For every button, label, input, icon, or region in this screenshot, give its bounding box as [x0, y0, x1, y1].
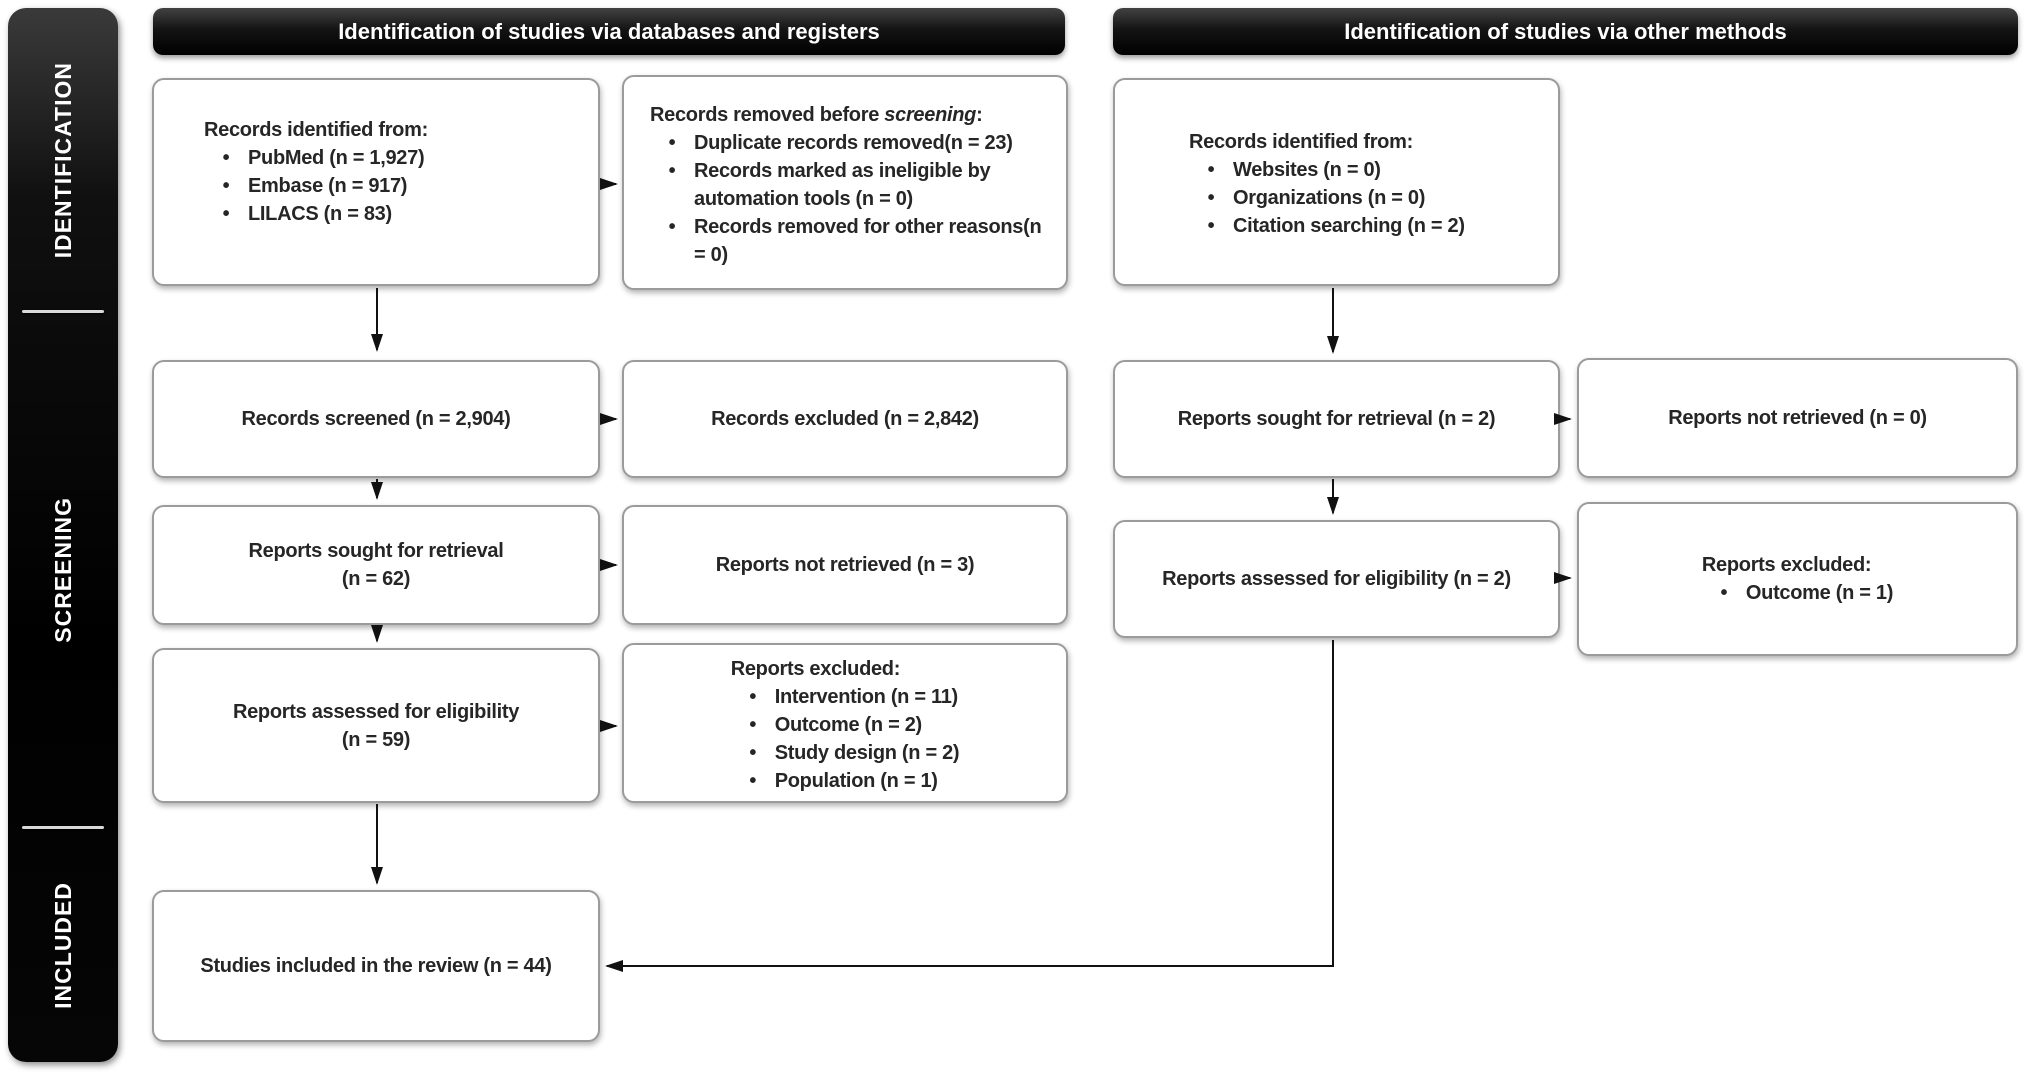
- box-reports-excluded-other: Reports excluded: • Outcome (n = 1): [1577, 502, 2018, 656]
- bullet-text: PubMed (n = 1,927): [248, 147, 425, 169]
- list-item: • Intervention (n = 11): [731, 683, 960, 711]
- bullet-text: Organizations (n = 0): [1233, 187, 1426, 209]
- box-title: Records identified from:: [1189, 131, 1413, 153]
- box-content: Reports excluded: • Intervention (n = 11…: [731, 655, 960, 795]
- box-reports-excluded-databases: Reports excluded: • Intervention (n = 11…: [622, 643, 1068, 803]
- box-reports-sought-other: Reports sought for retrieval (n = 2): [1113, 360, 1560, 478]
- box-text: Reports not retrieved (n = 3): [715, 554, 975, 576]
- sidebar-divider: [22, 310, 104, 313]
- box-reports-not-retrieved-other: Reports not retrieved (n = 0): [1577, 358, 2018, 478]
- box-reports-assessed-other: Reports assessed for eligibility (n = 2): [1113, 520, 1560, 638]
- title-part: Records removed before: [650, 104, 885, 126]
- identification-label: IDENTIFICATION: [49, 61, 76, 259]
- screening-label: SCREENING: [49, 497, 76, 643]
- box-text: Studies included in the review (n = 44): [200, 955, 552, 977]
- box-title: Records identified from:: [204, 119, 428, 141]
- box-title: Reports excluded:: [1701, 554, 1872, 576]
- list-item: • Citation searching (n = 2): [1189, 212, 1544, 240]
- list-item: • Study design (n = 2): [731, 739, 960, 767]
- title-part: :: [976, 104, 983, 126]
- bullet-icon: •: [749, 770, 757, 792]
- bullet-text: Outcome (n = 1): [1745, 582, 1894, 604]
- header-right-label: Identification of studies via other meth…: [1344, 18, 1787, 44]
- sidebar-divider: [22, 826, 104, 829]
- list-item: • Population (n = 1): [731, 767, 960, 795]
- sidebar-item-included: INCLUDED: [8, 828, 118, 1062]
- list-item: • Outcome (n = 2): [731, 711, 960, 739]
- list-item: • Organizations (n = 0): [1189, 184, 1544, 212]
- bullet-icon: •: [1720, 582, 1728, 604]
- box-content: Reports excluded: • Outcome (n = 1): [1701, 551, 1894, 607]
- bullet-icon: •: [1207, 159, 1215, 181]
- bullet-text: Population (n = 1): [774, 770, 938, 792]
- box-text: Reports not retrieved (n = 0): [1668, 407, 1927, 429]
- box-text-line2: (n = 62): [341, 568, 411, 590]
- bullet-text: LILACS (n = 83): [248, 203, 392, 225]
- bullet-text: Study design (n = 2): [774, 742, 960, 764]
- box-reports-sought-databases: Reports sought for retrieval (n = 62): [152, 505, 600, 625]
- bullet-text: Intervention (n = 11): [774, 686, 958, 708]
- box-text-line1: Reports assessed for eligibility: [232, 700, 520, 723]
- bullet-icon: •: [668, 132, 676, 154]
- box-records-excluded: Records excluded (n = 2,842): [622, 360, 1068, 478]
- header-other-methods: Identification of studies via other meth…: [1113, 8, 2018, 55]
- bullet-icon: •: [668, 160, 676, 182]
- box-reports-not-retrieved-databases: Reports not retrieved (n = 3): [622, 505, 1068, 625]
- list-item: • LILACS (n = 83): [204, 200, 578, 228]
- bullet-text: Websites (n = 0): [1233, 159, 1381, 181]
- bullet-icon: •: [749, 714, 757, 736]
- bullet-icon: •: [222, 147, 230, 169]
- box-text: Reports assessed for eligibility (n = 2): [1162, 568, 1511, 590]
- box-records-identified-databases: Records identified from: • PubMed (n = 1…: [152, 78, 600, 286]
- bullet-text: Records removed for other reasons(n = 0): [694, 216, 1042, 266]
- box-text-line1: Reports sought for retrieval: [248, 540, 504, 562]
- list-item: • Websites (n = 0): [1189, 156, 1544, 184]
- bullet-icon: •: [222, 175, 230, 197]
- bullet-text: Embase (n = 917): [248, 175, 408, 197]
- box-text-line2: (n = 59): [341, 728, 411, 751]
- list-item: • Records marked as ineligible by automa…: [650, 157, 1052, 213]
- box-text: Reports sought for retrieval (n = 2): [1177, 408, 1496, 430]
- bullet-icon: •: [749, 686, 757, 708]
- bullet-icon: •: [668, 216, 676, 238]
- box-text: Records screened (n = 2,904): [241, 408, 511, 430]
- box-studies-included: Studies included in the review (n = 44): [152, 890, 600, 1042]
- bullet-text: Records marked as ineligible by automati…: [694, 160, 991, 210]
- box-records-identified-other: Records identified from: • Websites (n =…: [1113, 78, 1560, 286]
- header-left-label: Identification of studies via databases …: [338, 18, 880, 44]
- bullet-icon: •: [222, 203, 230, 225]
- sidebar-item-screening: SCREENING: [8, 312, 118, 828]
- box-records-removed-before-screening: Records removed before screening: • Dupl…: [622, 75, 1068, 290]
- list-item: • Outcome (n = 1): [1702, 579, 1894, 607]
- bullet-text: Citation searching (n = 2): [1233, 215, 1465, 237]
- box-title: Reports excluded:: [730, 658, 901, 680]
- bullet-text: Outcome (n = 2): [774, 714, 923, 736]
- list-item: • Duplicate records removed(n = 23): [650, 129, 1052, 157]
- box-text: Records excluded (n = 2,842): [711, 408, 979, 430]
- phase-sidebar: [8, 8, 118, 1062]
- bullet-icon: •: [1207, 215, 1215, 237]
- list-item: • PubMed (n = 1,927): [204, 144, 578, 172]
- list-item: • Records removed for other reasons(n = …: [650, 213, 1052, 269]
- bullet-icon: •: [1207, 187, 1215, 209]
- bullet-text: Duplicate records removed(n = 23): [694, 132, 1013, 154]
- box-records-screened: Records screened (n = 2,904): [152, 360, 600, 478]
- list-item: • Embase (n = 917): [204, 172, 578, 200]
- box-title: Records removed before screening:: [650, 101, 1052, 129]
- box-reports-assessed-databases: Reports assessed for eligibility (n = 59…: [152, 648, 600, 803]
- title-part-italic: screening: [884, 104, 977, 126]
- sidebar-item-identification: IDENTIFICATION: [8, 8, 118, 312]
- header-databases-registers: Identification of studies via databases …: [153, 8, 1065, 55]
- bullet-icon: •: [749, 742, 757, 764]
- included-label: INCLUDED: [49, 881, 76, 1009]
